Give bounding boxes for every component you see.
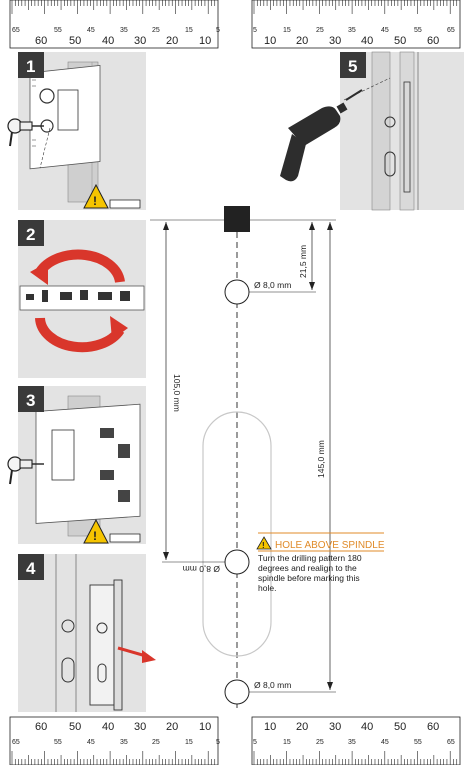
ruler-minor-label: 25 xyxy=(152,739,160,746)
step-number: 2 xyxy=(26,225,35,244)
warning-icon: ! xyxy=(83,183,109,209)
ruler-major-label: 50 xyxy=(69,721,81,733)
dim-left: 105,0 mm xyxy=(163,222,182,560)
bottom-ruler: 60 50 40 30 20 10 65 55 45 35 25 15 5 10… xyxy=(9,716,461,765)
svg-text:!: ! xyxy=(93,194,97,208)
ruler-minor-label: 15 xyxy=(283,27,291,34)
ruler-major-label: 50 xyxy=(394,35,406,47)
step-number: 3 xyxy=(26,391,35,410)
step-number: 4 xyxy=(26,559,36,578)
ruler-major-label: 40 xyxy=(361,35,373,47)
spindle-hole xyxy=(224,549,250,575)
ruler-minor-label: 35 xyxy=(348,739,356,746)
ruler-major-label: 60 xyxy=(427,35,439,47)
ruler-minor-label: 5 xyxy=(216,27,220,34)
spindle-square xyxy=(224,206,250,232)
ruler-minor-label: 15 xyxy=(185,739,193,746)
ruler-minor-label: 5 xyxy=(216,739,220,746)
dim-top: 21,5 mm xyxy=(298,222,315,290)
spindle-hole-label: Ø 8,0 mm xyxy=(183,564,220,574)
ruler-minor-label: 55 xyxy=(414,739,422,746)
warning-line: hole. xyxy=(258,583,276,593)
ruler-major-label: 20 xyxy=(296,721,308,733)
ruler-minor-label: 35 xyxy=(120,739,128,746)
ruler-major-label: 40 xyxy=(102,721,114,733)
warning-line: degrees and realign to the xyxy=(258,563,357,573)
step-4-panel: 4 xyxy=(18,554,156,712)
ruler-minor-label: 15 xyxy=(283,739,291,746)
dim-right: 145,0 mm xyxy=(316,222,333,690)
ruler-major-label: 10 xyxy=(199,721,211,733)
ruler-minor-label: 45 xyxy=(381,27,389,34)
dim-right-label: 145,0 mm xyxy=(316,440,326,478)
svg-text:!: ! xyxy=(262,541,265,550)
dim-left-label: 105,0 mm xyxy=(172,374,182,412)
ruler-minor-label: 65 xyxy=(447,739,455,746)
ruler-minor-label: 55 xyxy=(414,27,422,34)
ruler-minor-label: 35 xyxy=(120,27,128,34)
warning-icon: ! xyxy=(256,536,272,550)
ruler-major-label: 40 xyxy=(361,721,373,733)
ruler-major-label: 50 xyxy=(394,721,406,733)
ruler-major-label: 10 xyxy=(199,35,211,47)
template-drawing: Ø 8,0 mm Ø 8,0 mm Ø 8,0 mm 21,5 mm 105,0… xyxy=(150,206,336,712)
handle-outline xyxy=(202,411,272,657)
step-5-panel: 5 xyxy=(340,51,464,211)
warning-line: spindle before marking this xyxy=(258,573,360,583)
warning-icon: ! xyxy=(83,518,109,544)
ruler-minor-label: 25 xyxy=(316,27,324,34)
ruler-minor-label: 5 xyxy=(253,739,257,746)
rotate-arrow-icon xyxy=(110,316,128,340)
warning-title: HOLE ABOVE SPINDLE xyxy=(275,540,385,551)
ruler-major-label: 30 xyxy=(134,35,146,47)
pull-arrow-icon xyxy=(117,646,156,663)
ruler-major-label: 20 xyxy=(296,35,308,47)
top-ruler: 65 55 45 35 25 15 5 60 50 40 30 20 10 5 … xyxy=(9,0,461,49)
ruler-minor-label: 45 xyxy=(87,739,95,746)
ruler-major-label: 30 xyxy=(134,721,146,733)
push-pin-icon xyxy=(7,456,44,485)
ruler-minor-label: 5 xyxy=(253,27,257,34)
svg-text:!: ! xyxy=(93,529,97,543)
ruler-minor-label: 45 xyxy=(381,739,389,746)
warning-line: Turn the drilling pattern 180 xyxy=(258,553,362,563)
ruler-minor-label: 65 xyxy=(12,27,20,34)
ruler-major-label: 10 xyxy=(264,35,276,47)
ruler-minor-label: 25 xyxy=(152,27,160,34)
top-hole-label: Ø 8,0 mm xyxy=(254,280,291,290)
rotate-arrow-icon xyxy=(30,262,48,285)
top-hole xyxy=(224,279,250,305)
ruler-minor-label: 25 xyxy=(316,739,324,746)
bottom-hole xyxy=(224,679,250,705)
ruler-minor-label: 15 xyxy=(185,27,193,34)
ruler-major-label: 30 xyxy=(329,721,341,733)
step-2-panel: 2 xyxy=(18,220,146,378)
ruler-major-label: 50 xyxy=(69,35,81,47)
ruler-minor-label: 65 xyxy=(12,739,20,746)
step-3-panel: 3 ! xyxy=(7,386,146,544)
ruler-major-label: 40 xyxy=(102,35,114,47)
bottom-hole-label: Ø 8,0 mm xyxy=(254,680,291,690)
step-number: 1 xyxy=(26,57,35,76)
ruler-major-label: 60 xyxy=(427,721,439,733)
dim-top-label: 21,5 mm xyxy=(298,245,308,278)
ruler-major-label: 60 xyxy=(35,35,47,47)
step-1-panel: 1 ! xyxy=(7,52,146,210)
ruler-major-label: 30 xyxy=(329,35,341,47)
ruler-major-label: 60 xyxy=(35,721,47,733)
ruler-minor-label: 45 xyxy=(87,27,95,34)
ruler-major-label: 20 xyxy=(166,35,178,47)
warning-note: ! HOLE ABOVE SPINDLE Turn the drilling p… xyxy=(256,532,385,593)
ruler-minor-label: 35 xyxy=(348,27,356,34)
ruler-major-label: 10 xyxy=(264,721,276,733)
ruler-minor-label: 55 xyxy=(54,27,62,34)
push-pin-icon xyxy=(7,118,44,147)
ruler-major-label: 20 xyxy=(166,721,178,733)
step-number: 5 xyxy=(348,57,357,76)
drill-icon xyxy=(280,89,363,182)
ruler-minor-label: 65 xyxy=(447,27,455,34)
ruler-minor-label: 55 xyxy=(54,739,62,746)
